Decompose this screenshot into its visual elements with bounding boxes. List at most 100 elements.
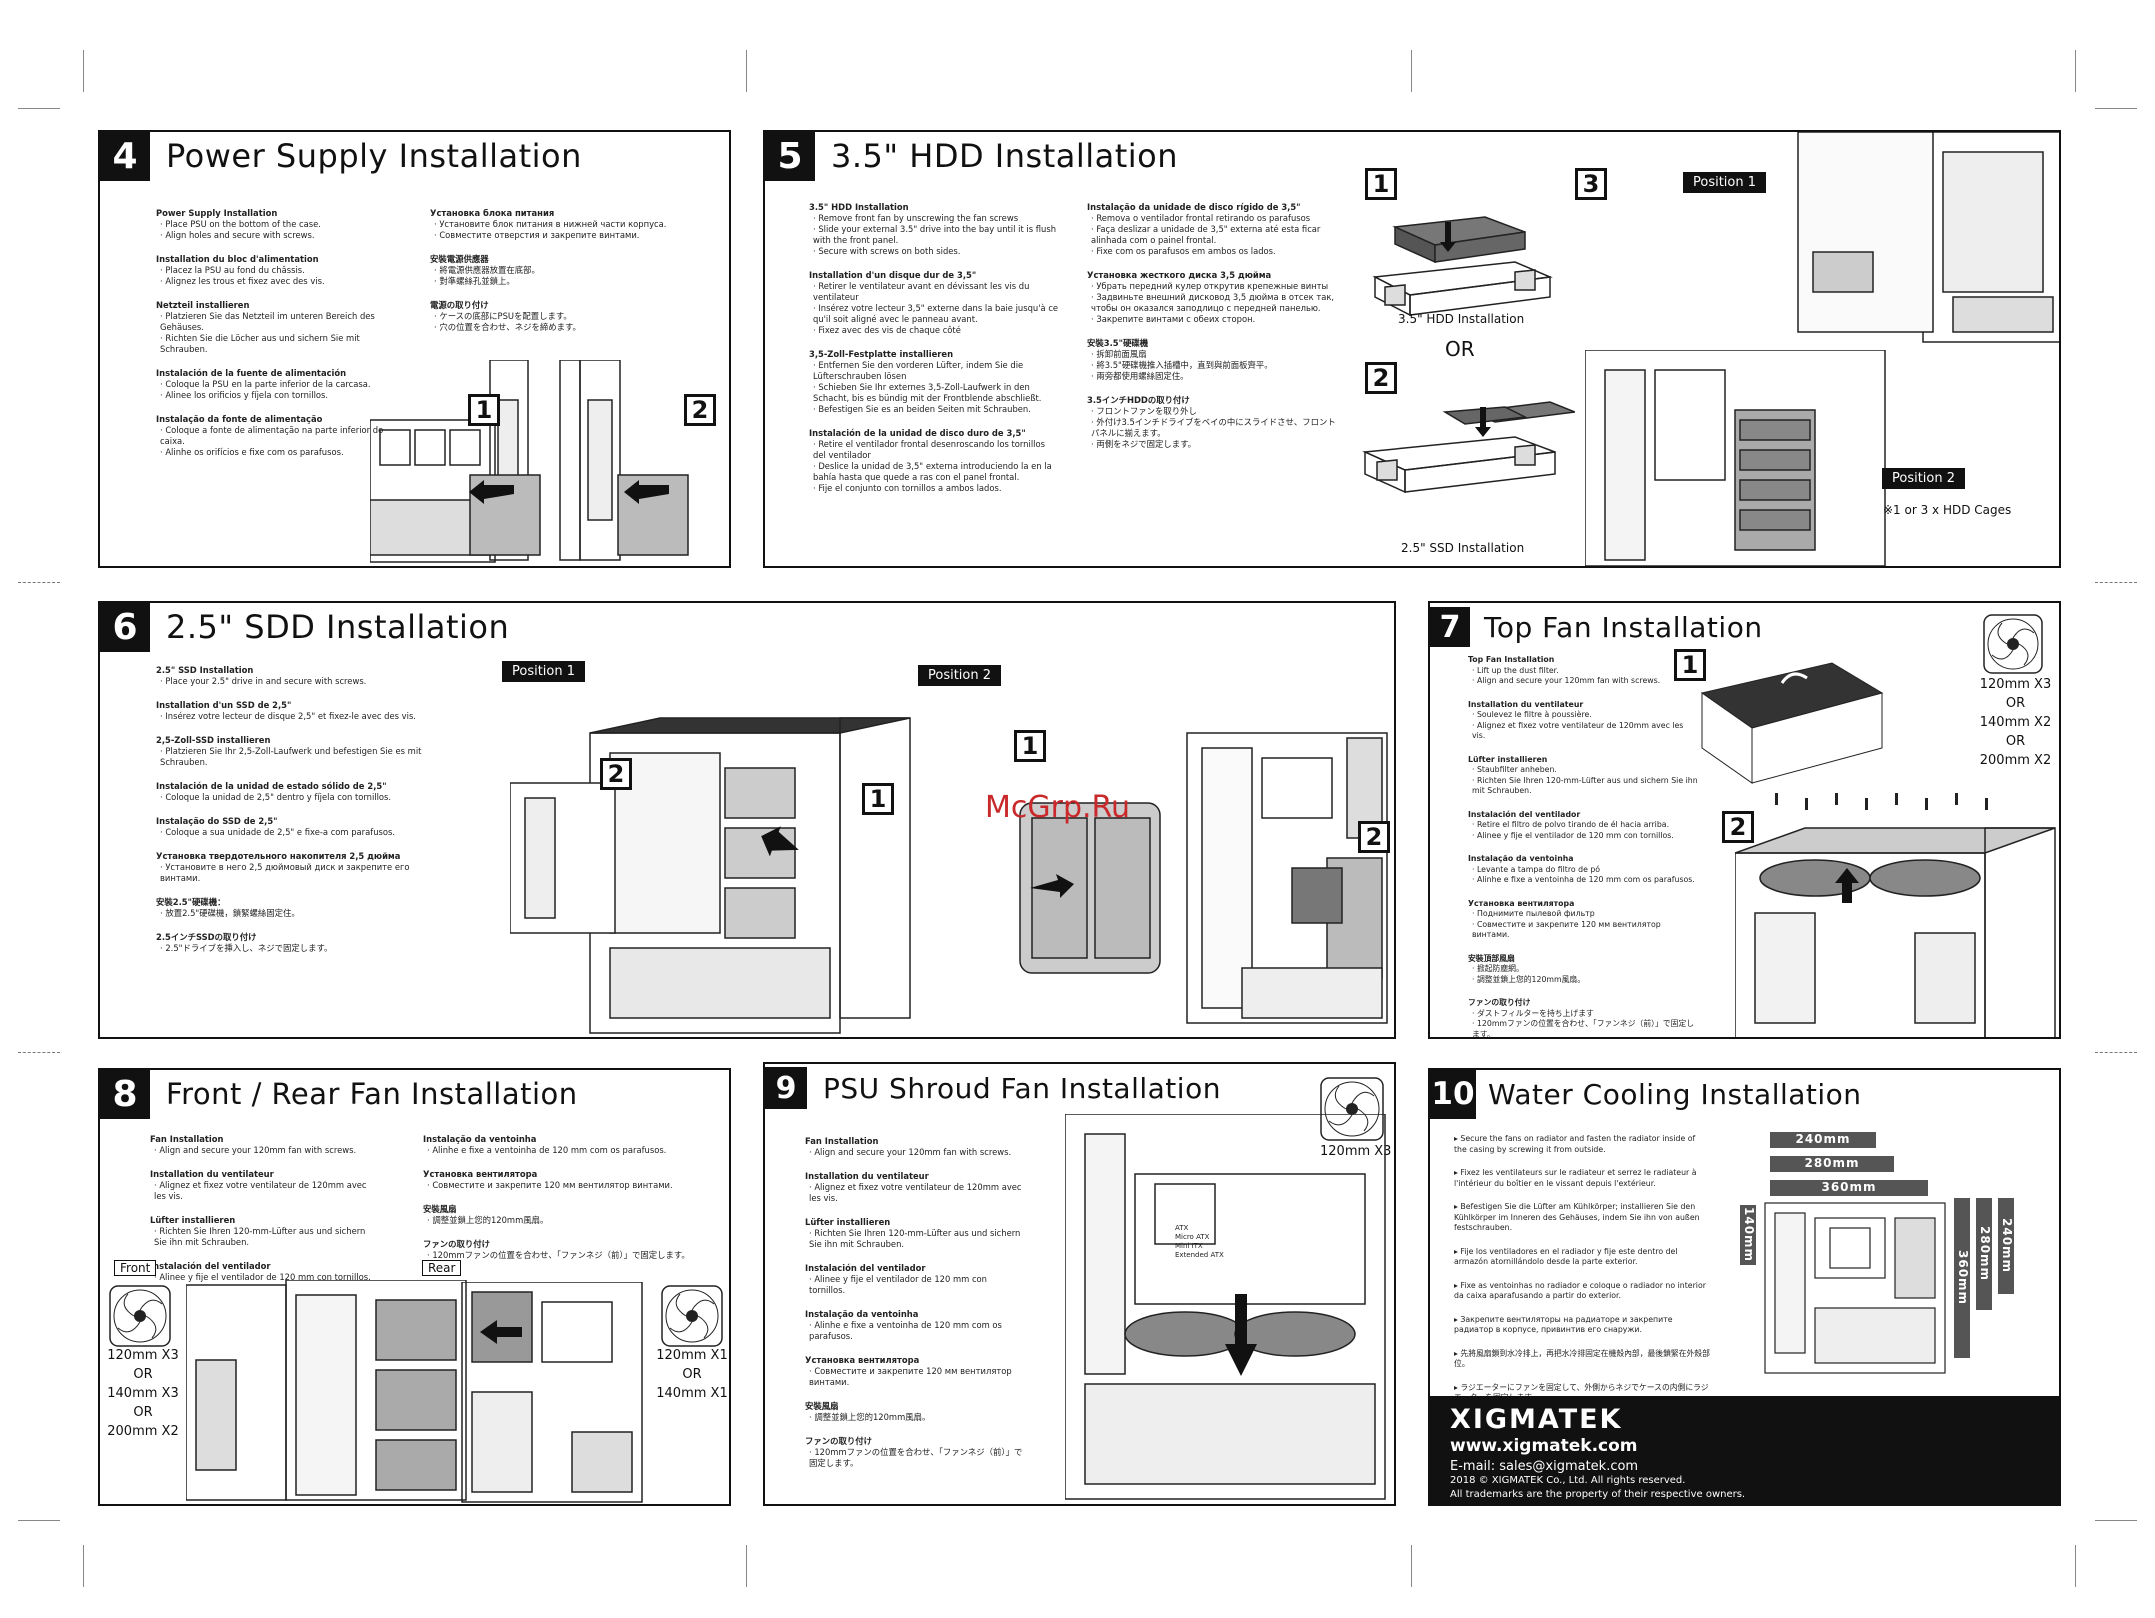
instruction-block: Top Fan Installation· Lift up the dust f… bbox=[1468, 655, 1698, 687]
psu-illustration bbox=[370, 360, 689, 563]
instruction-line: ▸ 先將風扇鎖到水冷排上，再把水冷排固定在機殼內部，最後鎖緊在外殼部位。 bbox=[1454, 1348, 1710, 1369]
fan-icon bbox=[1320, 1077, 1384, 1141]
instruction-heading: 電源の取り付け bbox=[430, 300, 489, 310]
step-2-marker: 2 bbox=[600, 758, 632, 790]
section-ssd: 6 2.5" SDD Installation 2.5" SSD Install… bbox=[98, 601, 1396, 1039]
instruction-heading: 安裝3.5"硬碟機 bbox=[1087, 338, 1149, 348]
instruction-line: · Richten Sie Ihren 120-mm-Lüfter aus un… bbox=[154, 1226, 366, 1247]
fold-mark bbox=[18, 1052, 60, 1054]
list-item: 140mm X2 bbox=[1979, 715, 2052, 730]
instruction-line: · ケースの底部にPSUを配置します。 bbox=[434, 311, 572, 321]
instruction-line: · Alinhe os orifícios e fixe com os para… bbox=[160, 447, 344, 457]
instruction-line: · Alinee y fije el ventilador de 120 mm … bbox=[809, 1274, 987, 1295]
brand-logo: XIGMATEK bbox=[1450, 1404, 1623, 1435]
section-title: Water Cooling Installation bbox=[1488, 1077, 1862, 1111]
position-1-tag: Position 1 bbox=[1683, 172, 1767, 193]
step-2-marker: 2 bbox=[1365, 362, 1397, 394]
instructions-col2: Установка блока питания· Установите блок… bbox=[430, 208, 680, 346]
section-number: 8 bbox=[100, 1070, 150, 1119]
instruction-line: ▸ Secure the fans on radiator and fasten… bbox=[1454, 1134, 1696, 1154]
instruction-heading: Instalação da ventoinha bbox=[423, 1134, 537, 1144]
step-2-marker: 2 bbox=[684, 394, 716, 426]
instruction-heading: Lüfter installieren bbox=[805, 1217, 891, 1227]
instruction-line: · 120mmファンの位置を合わせ、「ファンネジ（前）」で固定します。 bbox=[1472, 1019, 1694, 1039]
instruction-block: ▸ 先將風扇鎖到水冷排上，再把水冷排固定在機殼內部，最後鎖緊在外殼部位。 bbox=[1450, 1349, 1710, 1370]
shroud-fan-size: 120mm X3 bbox=[1320, 1144, 1392, 1159]
instruction-block: Установка жесткого диска 3,5 дюйма· Убра… bbox=[1087, 270, 1337, 325]
instruction-line: · Insérez votre lecteur de disque 2,5" e… bbox=[160, 711, 416, 721]
instruction-line: · Alignez et fixez votre ventilateur de … bbox=[154, 1180, 367, 1201]
instruction-line: · Fije el conjunto con tornillos a ambos… bbox=[813, 483, 1002, 493]
email-link[interactable]: E-mail: sales@xigmatek.com bbox=[1450, 1459, 1639, 1474]
section-title: Front / Rear Fan Installation bbox=[166, 1077, 578, 1111]
instruction-heading: 3.5" HDD Installation bbox=[809, 202, 909, 212]
crop-mark bbox=[1411, 1545, 1412, 1587]
list-item: Micro ATX bbox=[1175, 1233, 1210, 1241]
crop-mark bbox=[1411, 50, 1412, 92]
step-1-marker: 1 bbox=[1674, 649, 1706, 681]
crop-mark bbox=[2095, 108, 2137, 109]
top-fan-case-illustration bbox=[1735, 793, 2056, 1037]
instruction-heading: Power Supply Installation bbox=[156, 208, 278, 218]
instruction-block: Установка вентилятора· Поднимите пылевой… bbox=[1468, 899, 1698, 941]
instruction-heading: 安裝2.5"硬碟機： bbox=[156, 897, 226, 907]
instruction-block: Fan Installation· Align and secure your … bbox=[805, 1136, 1025, 1158]
radiator-240-vbar: 240mm bbox=[1998, 1198, 2014, 1294]
section-number: 6 bbox=[100, 603, 150, 652]
instruction-block: 3,5-Zoll-Festplatte installieren· Entfer… bbox=[809, 349, 1059, 415]
instruction-line: · Platzieren Sie Ihr 2,5-Zoll-Laufwerk u… bbox=[160, 746, 422, 767]
instruction-line: · Coloque a fonte de alimentação na part… bbox=[160, 425, 384, 446]
radiator-240-bar: 240mm bbox=[1770, 1132, 1876, 1148]
instruction-line: · Fixez avec des vis de chaque côté bbox=[813, 325, 961, 335]
list-item: 120mm X3 bbox=[1979, 677, 2052, 692]
instruction-heading: Installation du ventilateur bbox=[150, 1169, 274, 1179]
instruction-block: Instalación del ventilador· Retire el fi… bbox=[1468, 810, 1698, 842]
instruction-heading: 安裝風扇 bbox=[805, 1401, 839, 1411]
section-title: Power Supply Installation bbox=[166, 137, 582, 175]
trademark-text: All trademarks are the property of their… bbox=[1450, 1489, 1746, 1500]
instruction-line: · Lift up the dust filter. bbox=[1472, 665, 1559, 675]
instruction-block: Fan Installation· Align and secure your … bbox=[150, 1134, 380, 1156]
instruction-line: · Richten Sie die Löcher aus und sichern… bbox=[160, 333, 360, 354]
website-link[interactable]: www.xigmatek.com bbox=[1450, 1436, 1638, 1456]
instruction-heading: Installation du bloc d'alimentation bbox=[156, 254, 319, 264]
instruction-heading: Fan Installation bbox=[805, 1136, 879, 1146]
instruction-line: · Deslice la unidad de 3,5" externa intr… bbox=[813, 461, 1052, 482]
instruction-heading: Lüfter installieren bbox=[150, 1215, 236, 1225]
instruction-block: Instalación del ventilador· Alinee y fij… bbox=[150, 1261, 380, 1283]
instruction-block: 安裝頂部風扇· 掀起防塵網。· 調整並鎖上您的120mm風扇。 bbox=[1468, 954, 1698, 986]
list-item: 140mm X1 bbox=[656, 1386, 728, 1401]
instruction-heading: Top Fan Installation bbox=[1468, 655, 1555, 664]
instruction-heading: 3,5-Zoll-Festplatte installieren bbox=[809, 349, 954, 359]
fan-icon bbox=[109, 1285, 171, 1347]
instruction-block: Instalação da ventoinha· Alinhe e fixe a… bbox=[423, 1134, 693, 1156]
instruction-heading: 安裝電源供應器 bbox=[430, 254, 489, 264]
radiator-140-vbar: 140mm bbox=[1740, 1205, 1756, 1265]
instruction-block: 3.5" HDD Installation· Remove front fan … bbox=[809, 202, 1059, 257]
instruction-line: · 穴の位置を合わせ、ネジを締めます。 bbox=[434, 322, 581, 332]
instruction-line: · 120mmファンの位置を合わせ、「ファンネジ（前）」で固定します。 bbox=[809, 1447, 1023, 1468]
instruction-line: · 將3.5"硬碟機推入插槽中，直到與前面板齊平。 bbox=[1091, 360, 1273, 370]
instruction-line: · 將電源供應器放置在底部。 bbox=[434, 265, 540, 275]
instruction-block: Instalação da unidade de disco rígido de… bbox=[1087, 202, 1337, 257]
instruction-heading: Instalação da fonte de alimentação bbox=[156, 414, 323, 424]
section-header: 10 Water Cooling Installation bbox=[1430, 1070, 1862, 1119]
instruction-heading: Instalación de la unidad de estado sólid… bbox=[156, 781, 387, 791]
instruction-line: · Staubfilter anheben. bbox=[1472, 765, 1557, 774]
instruction-block: ▸ Befestigen Sie die Lüfter am Kühlkörpe… bbox=[1450, 1202, 1710, 1234]
ssd-bracket-illustration bbox=[1019, 802, 1161, 974]
instruction-line: · Faça deslizar a unidade de 3,5" extern… bbox=[1091, 224, 1321, 245]
instruction-heading: Установка блока питания bbox=[430, 208, 555, 218]
instruction-block: Netzteil installieren· Platzieren Sie da… bbox=[156, 300, 386, 355]
instruction-heading: 安裝頂部風扇 bbox=[1468, 953, 1515, 963]
instruction-line: · Alinee y fije el ventilador de 120 mm … bbox=[1472, 830, 1674, 840]
list-item: OR bbox=[2005, 696, 2026, 711]
instruction-line: · 両側をネジで固定します。 bbox=[1091, 439, 1196, 449]
instruction-heading: Установка вентилятора bbox=[423, 1169, 538, 1179]
list-item: Extended ATX bbox=[1175, 1251, 1224, 1259]
case-ssd-position2-illustration bbox=[1186, 732, 1388, 1024]
instruction-block: Установка блока питания· Установите блок… bbox=[430, 208, 680, 241]
instruction-line: · 對準螺絲孔並鎖上。 bbox=[434, 276, 515, 286]
instruction-line: · Slide your external 3.5" drive into th… bbox=[813, 224, 1057, 245]
